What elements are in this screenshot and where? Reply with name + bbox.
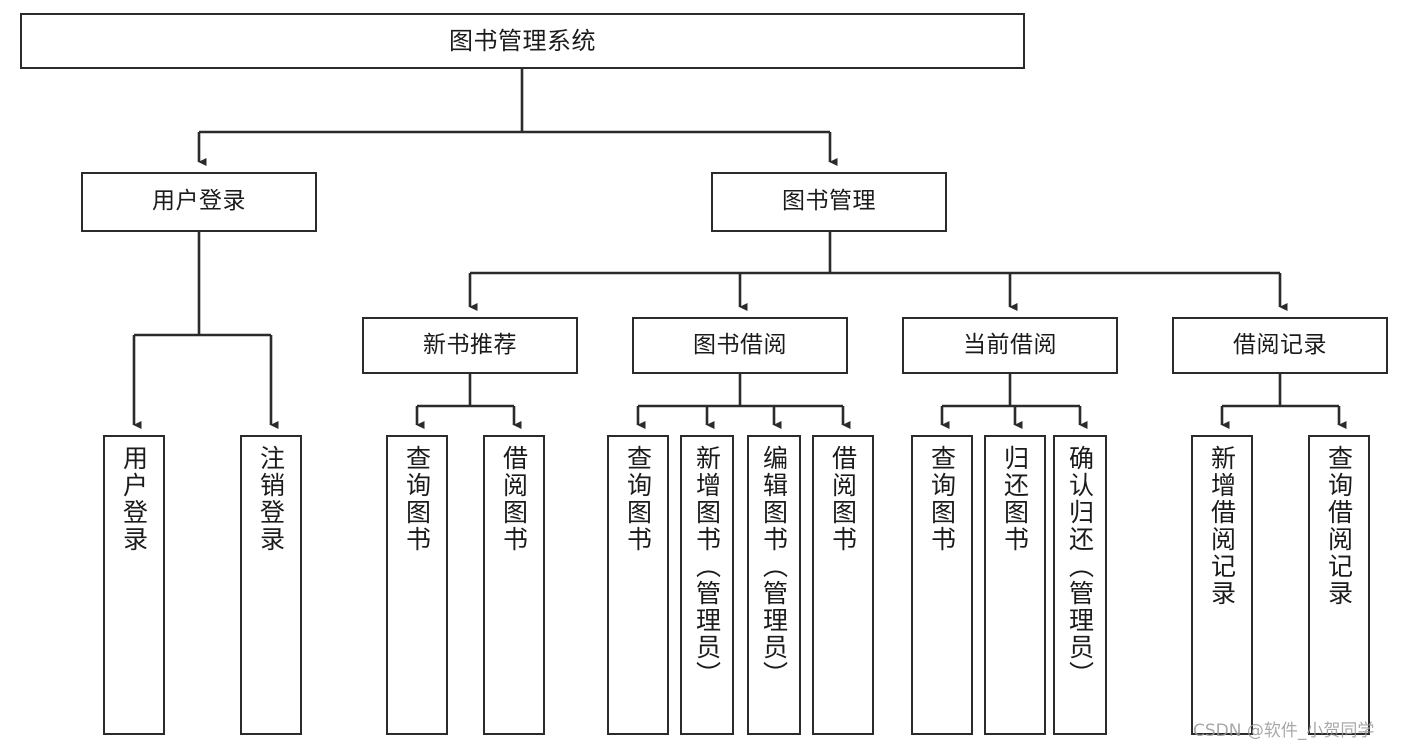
node-book-manage[interactable]: 图书管理 xyxy=(711,172,947,232)
node-label-leaf-add-book: 新增图书（管理员） xyxy=(692,445,722,688)
node-label-leaf-query-book-current: 查询图书 xyxy=(927,445,957,553)
node-label-current-borrow: 当前借阅 xyxy=(963,331,1057,358)
node-leaf-user-login[interactable]: 用户登录 xyxy=(103,435,165,735)
node-leaf-return-book[interactable]: 归还图书 xyxy=(984,435,1046,735)
watermark-text: CSDN @软件_小贺同学 xyxy=(1193,721,1375,741)
node-label-root-system: 图书管理系统 xyxy=(449,26,596,55)
node-label-leaf-borrow-book: 借阅图书 xyxy=(828,445,858,553)
node-borrow-record[interactable]: 借阅记录 xyxy=(1172,317,1388,374)
node-leaf-borrow-book[interactable]: 借阅图书 xyxy=(812,435,874,735)
node-leaf-query-book-current[interactable]: 查询图书 xyxy=(911,435,973,735)
node-label-leaf-borrow-book-recommend: 借阅图书 xyxy=(499,445,529,553)
node-leaf-edit-book[interactable]: 编辑图书（管理员） xyxy=(747,435,801,735)
node-label-leaf-edit-book: 编辑图书（管理员） xyxy=(759,445,789,688)
node-label-leaf-add-borrow-record: 新增借阅记录 xyxy=(1207,445,1237,607)
node-leaf-query-book-recommend[interactable]: 查询图书 xyxy=(386,435,448,735)
node-leaf-query-book-borrow[interactable]: 查询图书 xyxy=(607,435,669,735)
node-leaf-user-logout[interactable]: 注销登录 xyxy=(240,435,302,735)
node-label-leaf-query-book-recommend: 查询图书 xyxy=(402,445,432,553)
node-label-leaf-query-borrow-record: 查询借阅记录 xyxy=(1324,445,1354,607)
node-label-new-book-recommend: 新书推荐 xyxy=(423,331,517,358)
node-current-borrow[interactable]: 当前借阅 xyxy=(902,317,1118,374)
node-label-leaf-query-book-borrow: 查询图书 xyxy=(623,445,653,553)
node-leaf-confirm-return[interactable]: 确认归还（管理员） xyxy=(1053,435,1107,735)
node-label-book-manage: 图书管理 xyxy=(782,188,876,215)
node-new-book-recommend[interactable]: 新书推荐 xyxy=(362,317,578,374)
node-user-login[interactable]: 用户登录 xyxy=(81,172,317,232)
node-label-leaf-user-login: 用户登录 xyxy=(119,445,149,553)
node-leaf-borrow-book-recommend[interactable]: 借阅图书 xyxy=(483,435,545,735)
node-leaf-add-borrow-record[interactable]: 新增借阅记录 xyxy=(1191,435,1253,735)
node-label-leaf-user-logout: 注销登录 xyxy=(256,445,286,553)
node-book-borrow[interactable]: 图书借阅 xyxy=(632,317,848,374)
node-label-book-borrow: 图书借阅 xyxy=(693,331,787,358)
node-label-leaf-confirm-return: 确认归还（管理员） xyxy=(1065,445,1095,688)
node-leaf-query-borrow-record[interactable]: 查询借阅记录 xyxy=(1308,435,1370,735)
node-root-system[interactable]: 图书管理系统 xyxy=(20,13,1025,69)
node-leaf-add-book[interactable]: 新增图书（管理员） xyxy=(680,435,734,735)
node-label-borrow-record: 借阅记录 xyxy=(1233,331,1327,358)
node-label-user-login: 用户登录 xyxy=(152,188,246,215)
node-label-leaf-return-book: 归还图书 xyxy=(1000,445,1030,553)
